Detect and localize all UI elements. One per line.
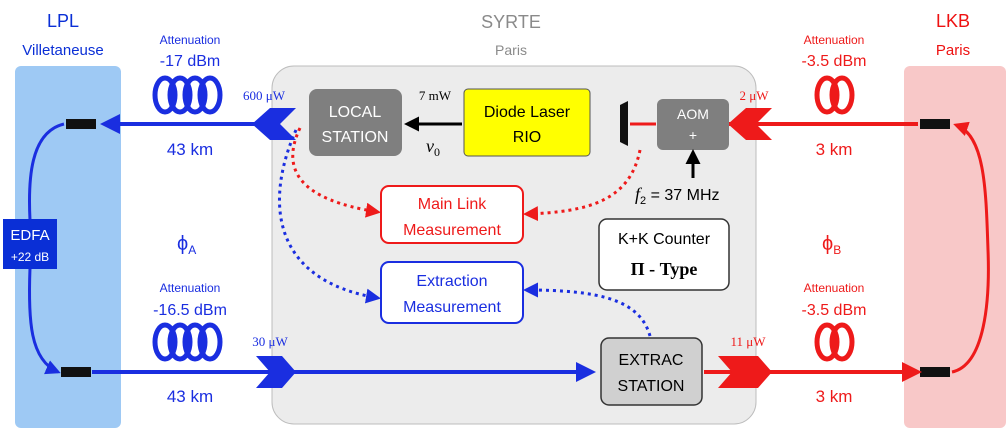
extraction-line1: Extraction	[416, 273, 487, 290]
local-station-box	[309, 89, 402, 156]
top-left-power: 600 μW	[243, 88, 286, 103]
counter-box	[598, 218, 730, 291]
extraction-measurement-box	[380, 261, 524, 324]
counter-line1: K+K Counter	[618, 231, 711, 248]
extrac-station-line1: EXTRAC	[619, 352, 684, 369]
extrac-station-box	[600, 337, 703, 406]
extraction-line2: Measurement	[403, 299, 501, 316]
syrte-city: Paris	[495, 42, 527, 58]
bottom-left-feather-arrow	[256, 356, 296, 388]
nu0-label: ν0	[426, 136, 440, 159]
lkb-panel	[904, 66, 1006, 428]
f2-label: f2 = 37 MHz	[635, 184, 720, 207]
lpl-city: Villetaneuse	[22, 42, 103, 59]
main-link-measurement-box	[380, 185, 524, 244]
bottom-right-attenuation-value: -3.5 dBm	[802, 302, 867, 319]
phi-a-label: ϕA	[177, 233, 196, 257]
edfa-lower-path	[27, 267, 61, 375]
edfa-upper-path	[27, 122, 65, 221]
local-station-line2: STATION	[322, 129, 389, 146]
bottom-right-length: 3 km	[816, 387, 853, 406]
top-left-feather-arrow	[252, 108, 296, 140]
phi-b-label: ϕB	[822, 233, 841, 257]
top-right-fibre-coil-icon	[814, 75, 855, 115]
aom-box	[657, 99, 729, 150]
aom-line1: AOM	[677, 106, 709, 122]
lkb-bottom-connector	[920, 367, 950, 377]
aom-to-main-link-dotted	[523, 149, 642, 222]
edfa-label: EDFA	[10, 227, 49, 244]
lkb-top-connector	[920, 119, 950, 129]
bottom-left-power: 30 μW	[252, 334, 288, 349]
bottom-right-feather-arrow	[718, 356, 772, 388]
main-link-line2: Measurement	[403, 222, 501, 239]
lpl-panel	[15, 66, 121, 428]
local-station-line1: LOCAL	[329, 104, 382, 121]
extrac-station-line2: STATION	[618, 378, 685, 395]
bottom-left-attenuation-value: -16.5 dBm	[153, 302, 227, 319]
top-right-length: 3 km	[816, 140, 853, 159]
edfa-box	[3, 219, 57, 269]
lpl-bottom-connector	[61, 367, 91, 377]
counter-line2: Π - Type	[631, 259, 698, 279]
bottom-right-power: 11 μW	[730, 334, 766, 349]
bottom-left-fibre-coil-icon	[152, 322, 223, 362]
lkb-name: LKB	[936, 11, 970, 31]
syrte-name: SYRTE	[481, 12, 541, 32]
aom-line2: +	[689, 127, 697, 143]
top-left-attenuation-title: Attenuation	[160, 33, 221, 47]
bottom-right-fibre-coil-icon	[814, 322, 855, 362]
mirror-icon	[620, 101, 628, 146]
top-right-attenuation-value: -3.5 dBm	[802, 53, 867, 70]
diode-laser-line2: RIO	[513, 129, 541, 146]
top-right-feather-arrow	[728, 108, 772, 140]
local-to-extraction-dotted	[278, 129, 381, 304]
laser-power: 7 mW	[419, 88, 452, 103]
top-right-power: 2 μW	[740, 88, 770, 103]
lpl-top-connector	[66, 119, 96, 129]
lkb-loop-path	[951, 121, 990, 374]
diode-laser-line1: Diode Laser	[484, 104, 571, 121]
diode-laser-box	[463, 88, 591, 157]
bottom-left-length: 43 km	[167, 387, 213, 406]
local-to-main-link-dotted	[291, 127, 381, 218]
top-right-attenuation-title: Attenuation	[804, 33, 865, 47]
bottom-right-attenuation-title: Attenuation	[804, 281, 865, 295]
main-link-line1: Main Link	[418, 196, 487, 213]
lkb-city: Paris	[936, 42, 970, 59]
top-left-length: 43 km	[167, 140, 213, 159]
lpl-name: LPL	[47, 11, 79, 31]
top-left-fibre-coil-icon	[152, 75, 223, 115]
bottom-left-attenuation-title: Attenuation	[160, 281, 221, 295]
edfa-gain: +22 dB	[11, 250, 49, 264]
top-left-attenuation-value: -17 dBm	[160, 53, 220, 70]
